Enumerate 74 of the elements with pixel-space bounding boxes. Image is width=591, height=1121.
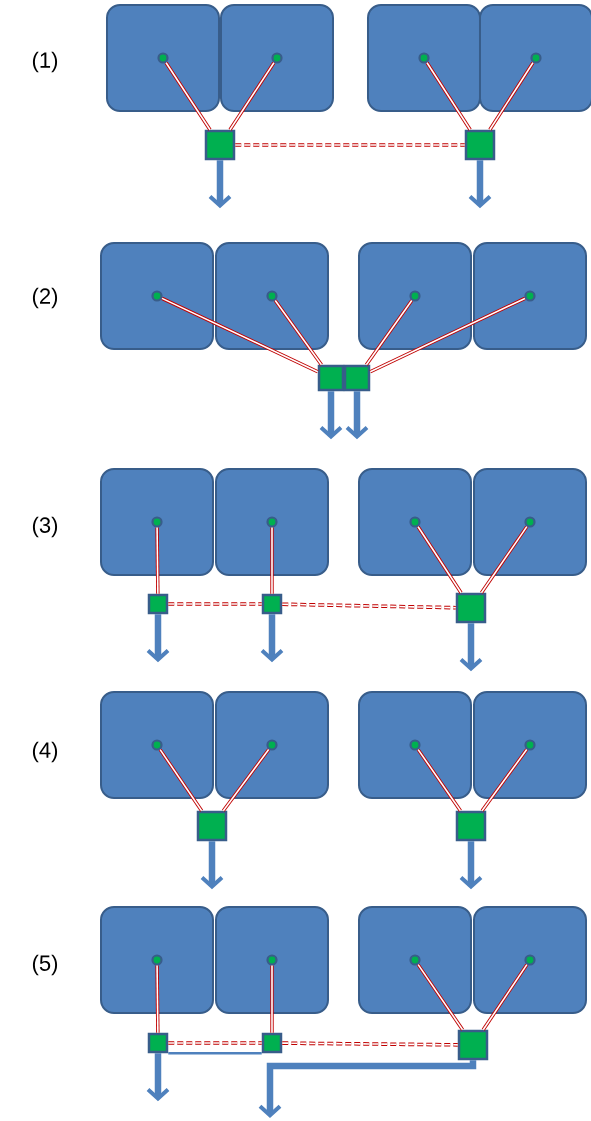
switch-square <box>455 810 487 842</box>
cell-block <box>358 242 472 350</box>
connector-line <box>168 1052 262 1055</box>
link-line <box>416 525 463 594</box>
link-line <box>228 61 276 131</box>
dashed-link <box>234 143 466 147</box>
arrow <box>345 391 369 440</box>
arrow <box>146 614 170 663</box>
link-line <box>155 964 160 1034</box>
cell-block <box>100 468 214 576</box>
link-line <box>369 296 526 374</box>
link-line <box>164 61 212 131</box>
cell-block <box>473 242 587 350</box>
switch-square <box>317 364 345 392</box>
dashed-link <box>281 602 457 610</box>
cell-block <box>215 691 329 799</box>
dashed-link <box>167 1041 263 1045</box>
cell-block <box>358 906 472 1014</box>
cell-block <box>100 691 214 799</box>
cell-block <box>473 691 587 799</box>
link-line <box>270 526 274 595</box>
arrow <box>319 391 343 440</box>
link-line <box>155 526 160 595</box>
link-line <box>416 963 464 1031</box>
cell-block <box>100 906 214 1014</box>
arrow <box>260 614 284 663</box>
cell-block <box>473 468 587 576</box>
link-line <box>481 963 529 1031</box>
link-line <box>158 748 204 812</box>
arrow <box>459 623 483 672</box>
dashed-link <box>281 1041 459 1047</box>
cell-block <box>215 468 329 576</box>
switch-square <box>261 593 283 615</box>
row-label: (5) <box>32 954 58 976</box>
switch-square <box>147 1032 169 1054</box>
link-line <box>480 748 529 812</box>
switch-square <box>457 1029 489 1061</box>
row-label: (2) <box>32 287 58 309</box>
switch-square <box>455 592 487 624</box>
link-line <box>416 748 462 812</box>
cell-block <box>215 906 329 1014</box>
switch-square <box>204 129 236 161</box>
link-line <box>480 525 529 594</box>
arrow <box>258 1060 477 1118</box>
cell-block <box>479 4 591 112</box>
link-line <box>270 964 274 1034</box>
switch-square <box>464 129 496 161</box>
arrow <box>200 841 224 890</box>
row-label: (4) <box>32 741 58 763</box>
switch-square <box>196 810 228 842</box>
link-line <box>488 61 535 131</box>
link-line <box>161 296 319 374</box>
cell-block <box>106 4 220 112</box>
arrow <box>208 160 232 209</box>
link-line <box>221 748 271 812</box>
cell-block <box>220 4 334 112</box>
arrow <box>468 160 492 209</box>
switch-square <box>147 593 169 615</box>
link-line <box>364 299 414 366</box>
arrow <box>146 1053 170 1102</box>
cell-block <box>100 242 214 350</box>
cell-block <box>358 468 472 576</box>
switch-square <box>261 1032 283 1054</box>
row-label: (1) <box>32 51 58 73</box>
switch-square <box>343 364 371 392</box>
link-line <box>273 299 323 366</box>
cell-block <box>358 691 472 799</box>
arrow <box>459 841 483 890</box>
cell-block <box>215 242 329 350</box>
link-line <box>425 61 472 131</box>
row-label: (3) <box>32 516 58 538</box>
dashed-link <box>167 602 263 606</box>
cell-block <box>367 4 481 112</box>
cell-block <box>473 906 587 1014</box>
